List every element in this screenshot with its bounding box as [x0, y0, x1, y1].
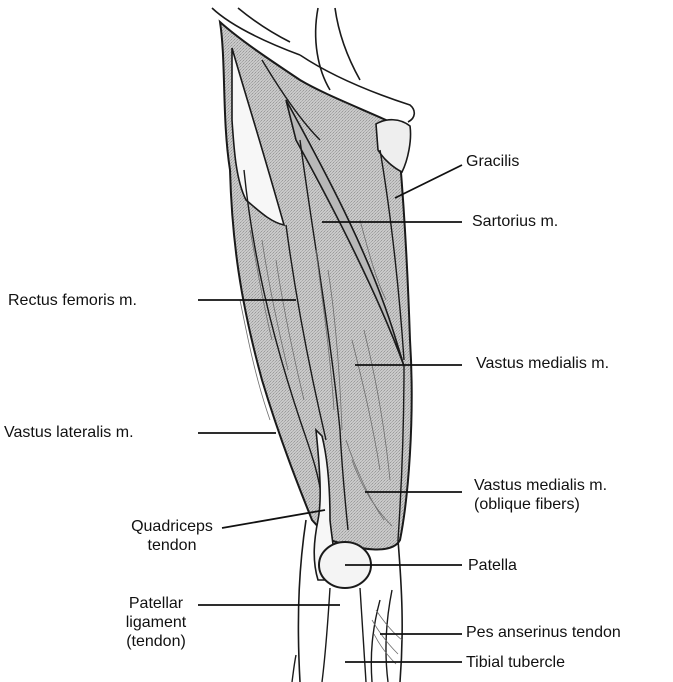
label-vastus-medialis-oblique: Vastus medialis m. (oblique fibers) — [474, 476, 607, 514]
label-patellar-line3: (tendon) — [114, 632, 198, 651]
label-quadriceps-line1: Quadriceps — [124, 517, 220, 536]
label-vastus-medialis-oblique-line2: (oblique fibers) — [474, 495, 607, 514]
label-quadriceps-tendon: Quadriceps tendon — [124, 517, 220, 555]
label-quadriceps-line2: tendon — [124, 536, 220, 555]
label-tibial-tubercle: Tibial tubercle — [466, 653, 565, 672]
label-patella: Patella — [468, 556, 517, 575]
label-sartorius: Sartorius m. — [472, 212, 558, 231]
label-vastus-lateralis: Vastus lateralis m. — [4, 423, 134, 442]
label-patellar-ligament: Patellar ligament (tendon) — [114, 594, 198, 651]
lower-leg-lines — [292, 588, 392, 682]
label-rectus-femoris: Rectus femoris m. — [8, 291, 137, 310]
label-pes-anserinus: Pes anserinus tendon — [466, 623, 621, 642]
label-patellar-line2: ligament — [114, 613, 198, 632]
label-patellar-line1: Patellar — [114, 594, 198, 613]
label-gracilis: Gracilis — [466, 152, 519, 171]
label-vastus-medialis-oblique-line1: Vastus medialis m. — [474, 476, 607, 495]
label-vastus-medialis: Vastus medialis m. — [476, 354, 609, 373]
